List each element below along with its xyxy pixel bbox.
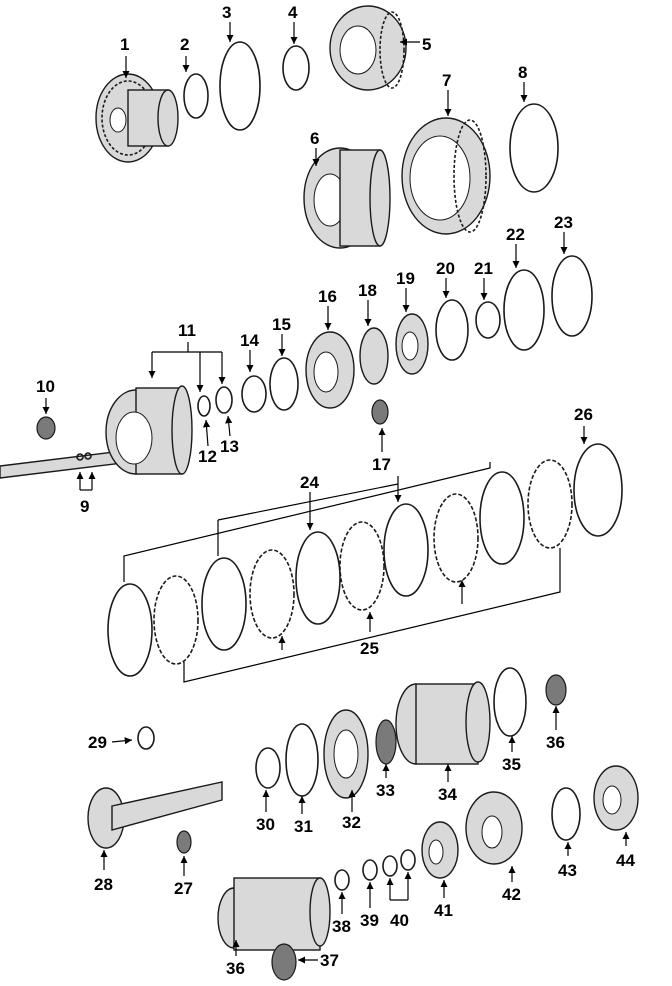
callout-20: 20 bbox=[436, 259, 455, 278]
callout-31: 31 bbox=[294, 817, 313, 836]
part-13-washer bbox=[215, 386, 233, 414]
part-14-ring bbox=[241, 375, 267, 413]
callout-38: 38 bbox=[332, 917, 351, 936]
part-40-washer-a bbox=[382, 855, 398, 877]
callout-34: 34 bbox=[438, 785, 457, 804]
part-15-ring bbox=[269, 357, 299, 411]
callout-12: 12 bbox=[198, 447, 217, 466]
part-33-bearing bbox=[375, 719, 397, 765]
callout-labels: 1 2 3 4 5 6 7 8 9 10 11 12 13 14 15 16 1… bbox=[36, 3, 635, 978]
part-11-clutch-drum bbox=[105, 385, 193, 475]
callout-25: 25 bbox=[360, 639, 379, 658]
part-1-gear bbox=[95, 73, 179, 163]
callout-2: 2 bbox=[180, 35, 189, 54]
callout-37: 37 bbox=[320, 951, 339, 970]
part-36-sleeve-lower bbox=[217, 877, 331, 951]
callout-6: 6 bbox=[310, 129, 319, 148]
part-8-snap-ring bbox=[509, 103, 559, 193]
clutch-pack bbox=[107, 443, 623, 683]
callout-16: 16 bbox=[318, 287, 337, 306]
callout-40: 40 bbox=[390, 911, 409, 930]
callout-41: 41 bbox=[434, 901, 453, 920]
callout-32: 32 bbox=[342, 813, 361, 832]
callout-7: 7 bbox=[442, 71, 451, 90]
callout-21: 21 bbox=[474, 259, 493, 278]
callout-22: 22 bbox=[506, 225, 525, 244]
callout-39: 39 bbox=[360, 911, 379, 930]
part-39-washer bbox=[362, 859, 378, 881]
callout-15: 15 bbox=[272, 315, 291, 334]
callout-18: 18 bbox=[358, 281, 377, 300]
callout-17: 17 bbox=[372, 455, 391, 474]
part-17-bearing bbox=[371, 399, 389, 425]
callout-9: 9 bbox=[80, 497, 89, 516]
part-44-gear bbox=[593, 765, 639, 831]
callout-35: 35 bbox=[502, 755, 521, 774]
part-36-bearing-upper bbox=[545, 674, 567, 706]
callout-36-upper: 36 bbox=[546, 733, 565, 752]
callout-36-lower: 36 bbox=[226, 959, 245, 978]
part-30-ring bbox=[255, 747, 281, 789]
leader-lines bbox=[42, 22, 630, 964]
part-19-plate bbox=[395, 313, 429, 375]
part-38-ring bbox=[334, 869, 350, 891]
part-4-ring bbox=[282, 45, 310, 91]
callout-1: 1 bbox=[120, 35, 129, 54]
part-43-ring bbox=[551, 787, 581, 841]
part-28-input-shaft bbox=[87, 781, 223, 849]
callout-8: 8 bbox=[518, 63, 527, 82]
part-18-bearing bbox=[359, 327, 389, 385]
callout-26: 26 bbox=[574, 405, 593, 424]
callout-42: 42 bbox=[502, 885, 521, 904]
part-20-ring bbox=[435, 299, 469, 361]
part-6-synchronizer-hub bbox=[303, 147, 391, 249]
callout-28: 28 bbox=[94, 875, 113, 894]
callout-11: 11 bbox=[178, 321, 196, 340]
callout-23: 23 bbox=[554, 213, 573, 232]
callout-19: 19 bbox=[396, 269, 415, 288]
part-2-ring bbox=[183, 73, 209, 119]
part-3-snap-ring bbox=[219, 41, 261, 131]
part-34-gear-cluster bbox=[395, 681, 491, 765]
part-32-gear bbox=[323, 709, 369, 799]
callout-44: 44 bbox=[616, 851, 635, 870]
part-12-ring bbox=[197, 395, 211, 417]
callout-13: 13 bbox=[220, 437, 239, 456]
part-21-ring bbox=[475, 301, 501, 339]
part-29-ring bbox=[137, 726, 155, 750]
callout-29: 29 bbox=[88, 733, 107, 752]
part-22-ring bbox=[503, 269, 545, 351]
callout-43: 43 bbox=[558, 861, 577, 880]
part-42-gear bbox=[465, 791, 523, 865]
part-40-washer-b bbox=[400, 849, 416, 871]
callout-10: 10 bbox=[36, 377, 55, 396]
callout-3: 3 bbox=[222, 3, 231, 22]
callout-27: 27 bbox=[174, 879, 193, 898]
part-37-bearing bbox=[271, 943, 297, 981]
part-7-sleeve-gear bbox=[401, 117, 491, 235]
callout-4: 4 bbox=[288, 3, 298, 22]
part-23-ring bbox=[551, 255, 593, 337]
callout-24: 24 bbox=[300, 473, 319, 492]
part-27-bearing bbox=[176, 830, 192, 854]
part-5-gear bbox=[329, 5, 407, 91]
callout-5: 5 bbox=[422, 35, 431, 54]
part-31-snap-ring bbox=[285, 723, 319, 797]
callout-33: 33 bbox=[376, 781, 395, 800]
part-41-gear bbox=[421, 821, 459, 879]
part-35-ring bbox=[493, 667, 527, 737]
callout-14: 14 bbox=[240, 331, 259, 350]
part-16-hub bbox=[305, 331, 355, 409]
part-10-bearing bbox=[36, 416, 56, 440]
callout-30: 30 bbox=[256, 815, 275, 834]
